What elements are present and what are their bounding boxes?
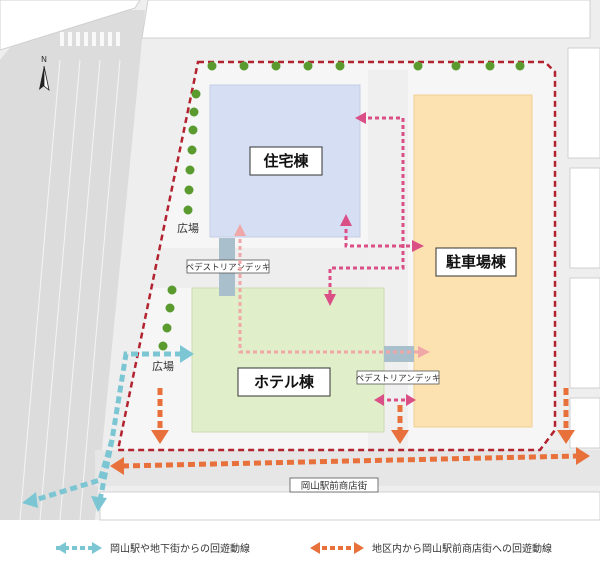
deck-label-west-box: ペデストリアンデッキ — [186, 259, 271, 274]
tree-icon — [485, 61, 495, 71]
deck-label-east-box: ペデストリアンデッキ — [356, 370, 441, 385]
trees — [158, 61, 525, 351]
legend-blue-label: 岡山駅や地下街からの回遊動線 — [110, 542, 250, 555]
tree-icon — [515, 61, 525, 71]
tree-icon — [271, 61, 281, 71]
pink-route-east-arrows — [374, 394, 416, 406]
pink-route-arrows — [324, 112, 424, 306]
tree-icon — [183, 205, 193, 215]
tree-icon — [413, 61, 423, 71]
hotel-label-box: ホテル棟 — [237, 367, 331, 397]
deck-label-east: ペデストリアンデッキ — [356, 373, 441, 384]
north-label: N — [41, 55, 47, 64]
pedestrian-deck-east — [384, 346, 414, 362]
light-pink-route — [238, 232, 422, 354]
legend-orange-label: 地区内から岡山駅前商店街への回遊動線 — [372, 542, 552, 555]
legend-blue-swatch-icon — [56, 542, 102, 554]
north-arrow-icon: N — [39, 55, 50, 92]
legend: 岡山駅や地下街からの回遊動線 地区内から岡山駅前商店街への回遊動線 — [56, 542, 552, 555]
tree-icon — [165, 303, 175, 313]
street-label-box: 岡山駅前商店街 — [289, 477, 379, 493]
plaza-label-north: 広場 — [177, 222, 199, 235]
pink-route — [328, 116, 414, 298]
street-label: 岡山駅前商店街 — [301, 480, 368, 492]
tree-icon — [188, 125, 198, 135]
tree-icon — [207, 61, 217, 71]
tree-icon — [162, 323, 172, 333]
tree-icon — [303, 61, 313, 71]
deck-label-west: ペデストリアンデッキ — [186, 262, 271, 273]
tree-icon — [184, 185, 194, 195]
plaza-label-south: 広場 — [152, 360, 174, 373]
tree-icon — [451, 61, 461, 71]
blue-route — [34, 351, 182, 503]
residential-label-box: 住宅棟 — [249, 146, 323, 176]
tree-icon — [167, 285, 177, 295]
parking-label-box: 駐車場棟 — [435, 247, 517, 277]
hotel-label: ホテル棟 — [254, 373, 315, 391]
orange-route — [121, 388, 579, 469]
city-blocks — [0, 0, 600, 521]
legend-orange-swatch-icon — [310, 542, 364, 554]
residential-label: 住宅棟 — [263, 152, 309, 170]
tree-icon — [335, 61, 345, 71]
parking-label: 駐車場棟 — [446, 253, 507, 271]
light-pink-route-arrows — [234, 224, 430, 358]
tree-icon — [185, 165, 195, 175]
tree-icon — [158, 341, 168, 351]
tree-icon — [191, 89, 201, 99]
orange-route-arrows — [110, 430, 590, 475]
blue-route-arrows — [22, 345, 194, 512]
tree-icon — [189, 107, 199, 117]
tree-icon — [239, 61, 249, 71]
hotel-building — [191, 287, 385, 433]
tree-icon — [187, 145, 197, 155]
